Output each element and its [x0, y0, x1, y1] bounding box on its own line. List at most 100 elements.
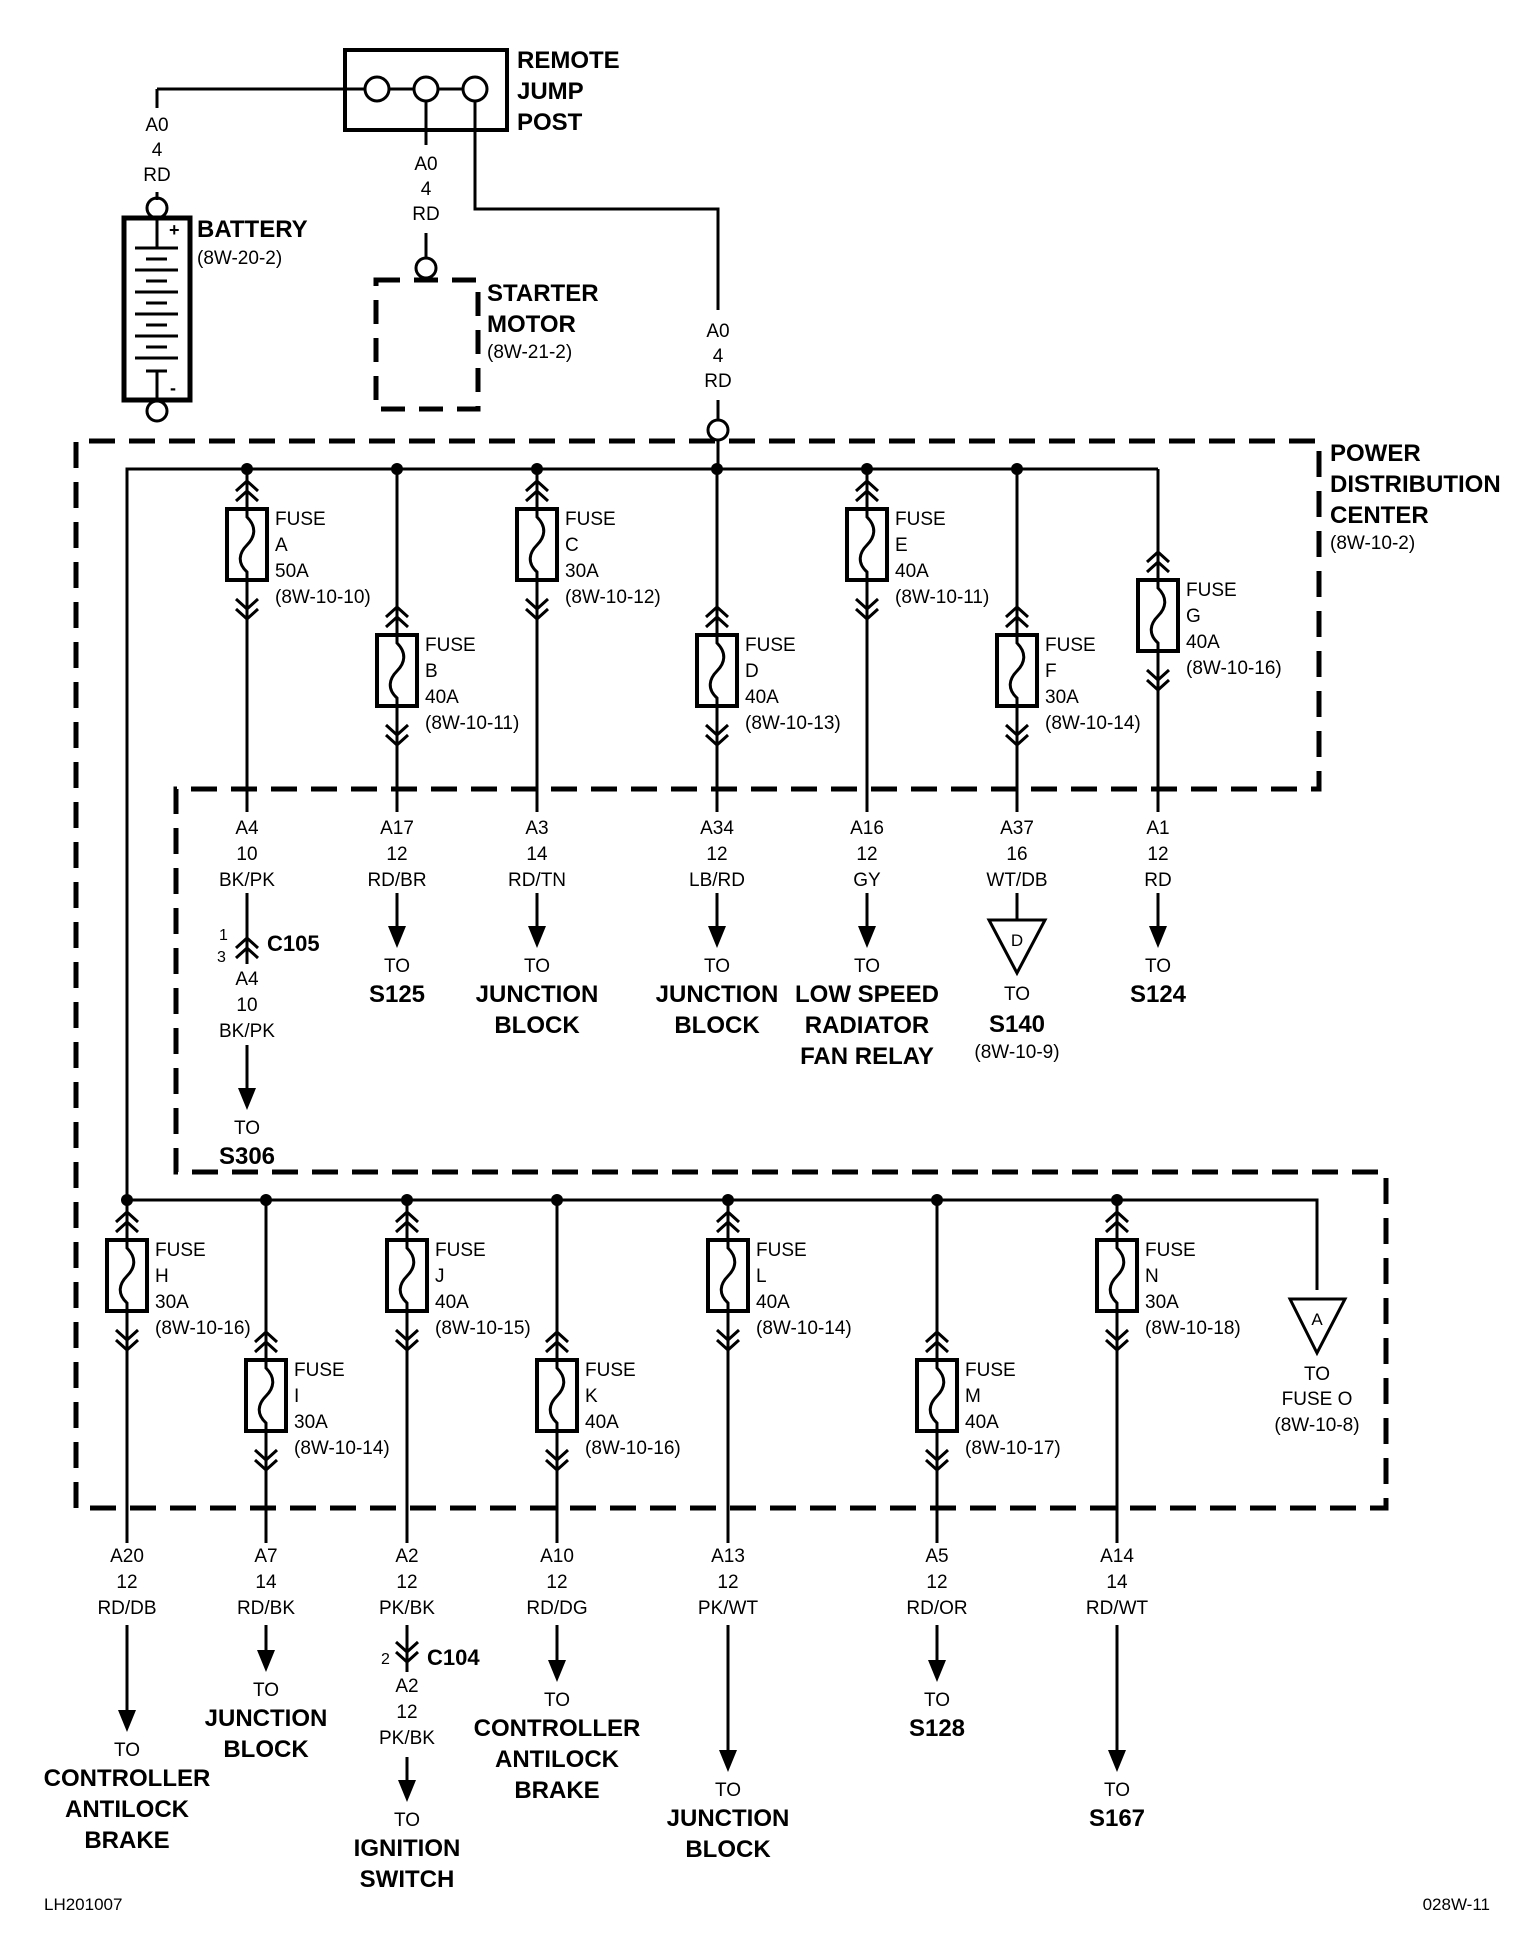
starter-motor-box — [373, 277, 481, 412]
destination-label: S140 — [989, 1011, 1045, 1038]
connector-up-icon — [1104, 1209, 1130, 1224]
arrow-down-icon — [118, 1710, 136, 1732]
connector-down-icon — [114, 1328, 140, 1343]
upper-fuse-row: FUSEA50A(8W-10-10)A410BK/PK13C105A410BK/… — [217, 463, 1282, 1170]
destination-label: JUNCTION — [667, 1805, 790, 1832]
destination-to: TO — [715, 1780, 741, 1801]
destination-to: TO — [1145, 956, 1171, 977]
remote-jump-post-label: REMOTE — [517, 47, 620, 74]
connector-up-icon — [924, 1329, 950, 1344]
wire-label: PK/BK — [379, 1728, 435, 1749]
fuse-letter: D — [745, 661, 759, 682]
terminal-icon — [706, 418, 730, 442]
fuse-rating: 50A — [275, 561, 309, 582]
wire-label: RD/DB — [97, 1598, 156, 1619]
fuse-ref: (8W-10-17) — [965, 1438, 1061, 1459]
wire-label: BK/PK — [219, 870, 275, 891]
wire-label: 12 — [926, 1572, 947, 1593]
fuse-ref: (8W-10-14) — [1045, 713, 1141, 734]
connector-pin: 1 — [219, 927, 228, 944]
fuse-label: FUSE — [1145, 1240, 1196, 1261]
destination-label: BLOCK — [674, 1012, 760, 1039]
wire-label: A34 — [700, 818, 734, 839]
connector-up-icon — [234, 478, 260, 493]
destination-ref: (8W-10-9) — [974, 1042, 1059, 1063]
wire-label: 4 — [152, 140, 163, 161]
wire-label: 10 — [236, 995, 257, 1016]
wire-label: A5 — [925, 1546, 948, 1567]
fuse-rating: 40A — [895, 561, 929, 582]
fuse-rating: 40A — [745, 687, 779, 708]
fuse-letter: C — [565, 535, 579, 556]
destination-to: TO — [1004, 984, 1030, 1005]
destination-to: TO — [384, 956, 410, 977]
pdc-label-line: DISTRIBUTION — [1330, 471, 1501, 498]
connector-name: C104 — [427, 1645, 480, 1670]
pdc-label-line: POWER — [1330, 440, 1421, 467]
connector-down-icon — [524, 597, 550, 612]
destination-to: TO — [114, 1740, 140, 1761]
destination-label: JUNCTION — [205, 1705, 328, 1732]
destination-label: S124 — [1130, 981, 1187, 1008]
connector-pin: 3 — [217, 949, 226, 966]
wire-label: A0 — [414, 154, 437, 175]
connector-up-icon — [253, 1329, 279, 1344]
wire-label: 12 — [856, 844, 877, 865]
destination-label: SWITCH — [360, 1866, 455, 1893]
fuse-circuit-l: FUSEL40A(8W-10-14)A1312PK/WTTOJUNCTIONBL… — [667, 1194, 852, 1863]
terminal-icon — [363, 75, 391, 103]
fuse-label: FUSE — [565, 509, 616, 530]
battery: A0 4 RD + - BATTERY (8W-20-2) — [121, 89, 308, 423]
arrow-down-icon — [257, 1650, 275, 1672]
fuse-label: FUSE — [756, 1240, 807, 1261]
fuse-rating: 40A — [1186, 632, 1220, 653]
wire-label: A2 — [395, 1546, 418, 1567]
offpage-dest: FUSE O — [1282, 1389, 1353, 1410]
wire-label: 12 — [706, 844, 727, 865]
fuse-label: FUSE — [294, 1360, 345, 1381]
connector-up-icon — [1004, 604, 1030, 619]
wire-label: 12 — [717, 1572, 738, 1593]
wire-label: 12 — [396, 1702, 417, 1723]
fuse-rating: 30A — [1045, 687, 1079, 708]
terminal-icon — [414, 256, 438, 280]
terminal-icon — [145, 196, 169, 220]
fuse-label: FUSE — [585, 1360, 636, 1381]
wire-label: RD/DG — [526, 1598, 587, 1619]
wire-label: 12 — [1147, 844, 1168, 865]
destination-label: CONTROLLER — [474, 1715, 641, 1742]
fuse-rating: 40A — [435, 1292, 469, 1313]
wire-label: RD — [704, 371, 731, 392]
fuse-label: FUSE — [745, 635, 796, 656]
fuse-label: FUSE — [895, 509, 946, 530]
wire-label: A0 — [145, 115, 168, 136]
pdc-ref: (8W-10-2) — [1330, 533, 1415, 554]
fuse-letter: L — [756, 1266, 767, 1287]
offpage-connector-fuse-o: A TO FUSE O (8W-10-8) — [1274, 1297, 1360, 1436]
fuse-letter: B — [425, 661, 438, 682]
fuse-ref: (8W-10-16) — [1186, 658, 1282, 679]
splice-letter: D — [1011, 931, 1023, 950]
fuse-ref: (8W-10-13) — [745, 713, 841, 734]
destination-to: TO — [924, 1690, 950, 1711]
connector-down-icon — [544, 1448, 570, 1463]
fuse-ref: (8W-10-15) — [435, 1318, 531, 1339]
fuse-ref: (8W-10-16) — [155, 1318, 251, 1339]
connector-up-icon — [524, 478, 550, 493]
wire-label: A16 — [850, 818, 884, 839]
fuse-rating: 30A — [294, 1412, 328, 1433]
wire-label: GY — [853, 870, 881, 891]
wire-label: RD/BR — [367, 870, 426, 891]
battery-label: BATTERY — [197, 216, 308, 243]
connector-up-icon — [234, 935, 260, 950]
fuse-rating: 30A — [1145, 1292, 1179, 1313]
wire-label: A17 — [380, 818, 414, 839]
terminal-icon — [145, 399, 169, 423]
destination-to: TO — [394, 1810, 420, 1831]
wire-label: RD/BK — [237, 1598, 295, 1619]
fuse-letter: N — [1145, 1266, 1159, 1287]
fuse-label: FUSE — [965, 1360, 1016, 1381]
